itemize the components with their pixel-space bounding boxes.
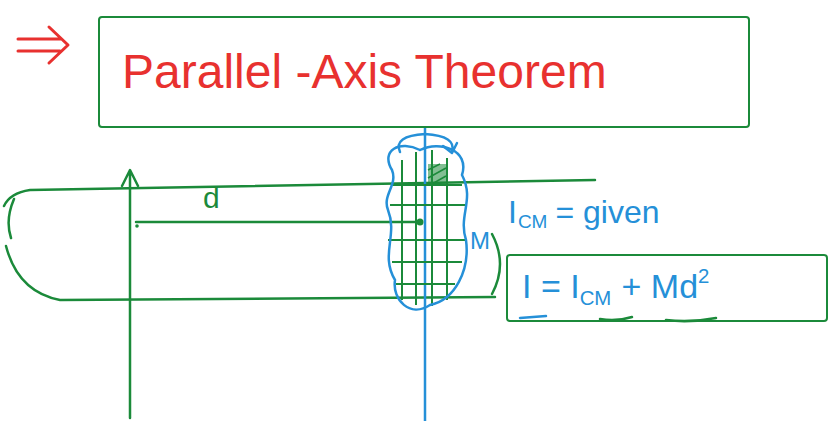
node-text: I = I [522, 267, 580, 305]
subscript: CM [580, 287, 612, 309]
subscript: CM [518, 212, 548, 232]
rotation-arrow [399, 134, 457, 153]
reference-axis [122, 170, 138, 418]
inertia-symbol: I [508, 196, 517, 230]
exponent: 2 [698, 265, 709, 287]
title-box: Parallel -Axis Theorem [98, 16, 750, 128]
node-text: Parallel -Axis Theorem [122, 45, 607, 98]
mass-element-hatch [428, 164, 446, 184]
distance-line [136, 221, 418, 224]
center-of-mass [417, 219, 424, 226]
implies-arrow [18, 27, 68, 63]
distance-label: d [203, 182, 220, 214]
axis-dot [135, 224, 139, 228]
body-outline [387, 146, 467, 309]
body-grid [388, 150, 466, 306]
node-text: + Md [622, 267, 699, 305]
formula-box: I = ICM + Md2 [506, 254, 828, 322]
mass-label: M [470, 228, 490, 253]
given-text: = given [555, 196, 659, 230]
mass-element [428, 164, 446, 184]
rotation-axis [424, 128, 427, 421]
underline-marks [520, 316, 546, 318]
